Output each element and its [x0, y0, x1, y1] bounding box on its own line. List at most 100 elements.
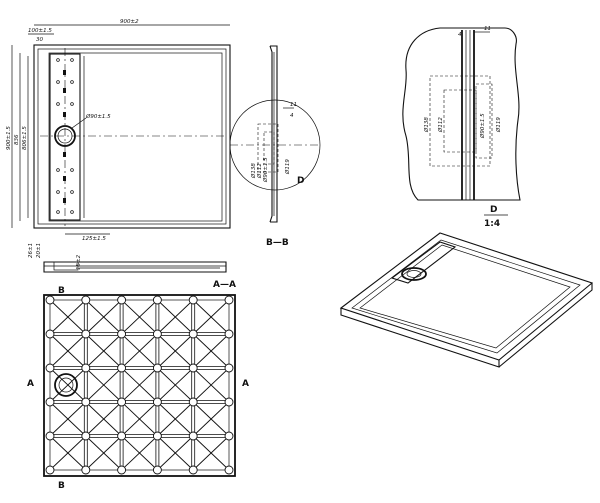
- cut-b-top: B: [58, 286, 65, 296]
- support-foot-icon: [152, 431, 162, 441]
- dim-d-4: 4: [458, 32, 462, 38]
- support-foot-icon: [188, 465, 198, 475]
- dim-bb-d90: Ø90±1.5: [262, 157, 269, 183]
- section-bb-view: 11 4 Ø138 Ø112 Ø90±1.5 Ø119 D B—B: [229, 45, 321, 248]
- dim-d-d138: Ø138: [423, 117, 430, 133]
- support-foot-icon: [117, 295, 127, 305]
- support-foot-icon: [224, 363, 234, 373]
- support-foot-icon: [117, 329, 127, 339]
- support-foot-icon: [152, 363, 162, 373]
- support-foot-icon: [188, 431, 198, 441]
- dim-bb-d119: Ø119: [284, 159, 291, 175]
- dim-section-26: 26±1: [28, 243, 34, 258]
- isometric-view: [339, 232, 594, 368]
- support-foot-icon: [45, 363, 55, 373]
- support-foot-icon: [117, 431, 127, 441]
- dim-d-d119: Ø119: [495, 117, 502, 133]
- top-view: 900±2 100±1.5 30 900±1.5 836 806±1.5 Ø90…: [6, 19, 231, 242]
- support-foot-icon: [152, 295, 162, 305]
- rib-line: [85, 401, 122, 437]
- rib-line: [49, 435, 87, 471]
- detail-d-marker: D: [297, 176, 304, 186]
- rib-line: [121, 333, 158, 369]
- dim-inner-806: 806±1.5: [22, 126, 28, 150]
- iso-drain-icon: [401, 267, 427, 281]
- support-foot-icon: [188, 329, 198, 339]
- support-foot-icon: [45, 329, 55, 339]
- rib-line: [192, 367, 230, 403]
- bottom-drain-icon: [54, 373, 78, 397]
- section-aa-label: A—A: [213, 280, 236, 290]
- dim-d-d112: Ø112: [437, 117, 444, 133]
- support-foot-icon: [224, 397, 234, 407]
- dim-bb-11: 11: [290, 102, 297, 108]
- rib-line: [157, 299, 194, 335]
- dim-top-width: 900±2: [120, 19, 139, 25]
- rib-line: [85, 435, 122, 471]
- rib-line: [157, 367, 194, 403]
- support-foot-icon: [117, 397, 127, 407]
- rib-line: [49, 367, 87, 403]
- support-foot-icon: [45, 397, 55, 407]
- rib-line: [157, 401, 194, 437]
- detail-d-view: Ø138 Ø112 Ø90±1.5 Ø119 11 4 D 1:4: [402, 26, 521, 229]
- dim-d-d90: Ø90±1.5: [479, 113, 486, 139]
- rib-line: [121, 435, 158, 471]
- support-foot-icon: [188, 295, 198, 305]
- support-foot-icon: [152, 397, 162, 407]
- cut-b-bottom: B: [58, 481, 65, 491]
- dim-drain-diameter: Ø90±1.5: [85, 113, 111, 120]
- dim-bb-d112: Ø112: [256, 163, 263, 179]
- rib-line: [192, 333, 230, 369]
- flange-holes: [56, 58, 74, 214]
- cut-a-right: A: [242, 379, 249, 389]
- rib-line: [49, 333, 87, 369]
- dim-inner-836: 836: [14, 134, 20, 145]
- support-foot-icon: [188, 363, 198, 373]
- support-foot-icon: [117, 363, 127, 373]
- support-foot-icon: [45, 431, 55, 441]
- support-foot-icon: [152, 465, 162, 475]
- bottom-ribs: [45, 295, 234, 475]
- support-foot-icon: [81, 431, 91, 441]
- dim-bb-d138: Ø138: [250, 163, 257, 179]
- rib-line: [192, 299, 230, 335]
- support-foot-icon: [81, 363, 91, 373]
- rib-line: [192, 401, 230, 437]
- support-foot-icon: [152, 329, 162, 339]
- dim-drain-offset: 125±1.5: [82, 236, 106, 242]
- support-foot-icon: [81, 465, 91, 475]
- dim-flange-width: 100±1.5: [28, 28, 52, 34]
- rib-line: [192, 435, 230, 471]
- rib-line: [157, 435, 194, 471]
- rib-line: [121, 367, 158, 403]
- support-foot-icon: [224, 431, 234, 441]
- support-foot-icon: [224, 465, 234, 475]
- support-foot-icon: [45, 465, 55, 475]
- rib-line: [85, 299, 122, 335]
- bottom-view: A A B B: [27, 286, 249, 491]
- dim-d-11: 11: [484, 26, 491, 32]
- rib-line: [85, 367, 122, 403]
- rib-line: [157, 333, 194, 369]
- support-foot-icon: [81, 295, 91, 305]
- section-bb-label: B—B: [266, 238, 289, 248]
- rib-line: [49, 299, 87, 335]
- rib-line: [49, 401, 87, 437]
- support-foot-icon: [224, 329, 234, 339]
- detail-d-title: D: [490, 205, 497, 215]
- dim-section-20: 20±1: [36, 243, 42, 258]
- rib-line: [85, 333, 122, 369]
- support-foot-icon: [224, 295, 234, 305]
- support-foot-icon: [117, 465, 127, 475]
- dim-bb-4: 4: [290, 113, 294, 119]
- rib-line: [121, 299, 158, 335]
- support-foot-icon: [81, 329, 91, 339]
- support-foot-icon: [81, 397, 91, 407]
- support-foot-icon: [188, 397, 198, 407]
- dim-side-height: 900±1.5: [6, 126, 12, 150]
- section-aa-view: 26±1 20±1 15±2 A—A: [28, 243, 236, 290]
- support-foot-icon: [45, 295, 55, 305]
- dim-section-15: 15±2: [76, 254, 82, 270]
